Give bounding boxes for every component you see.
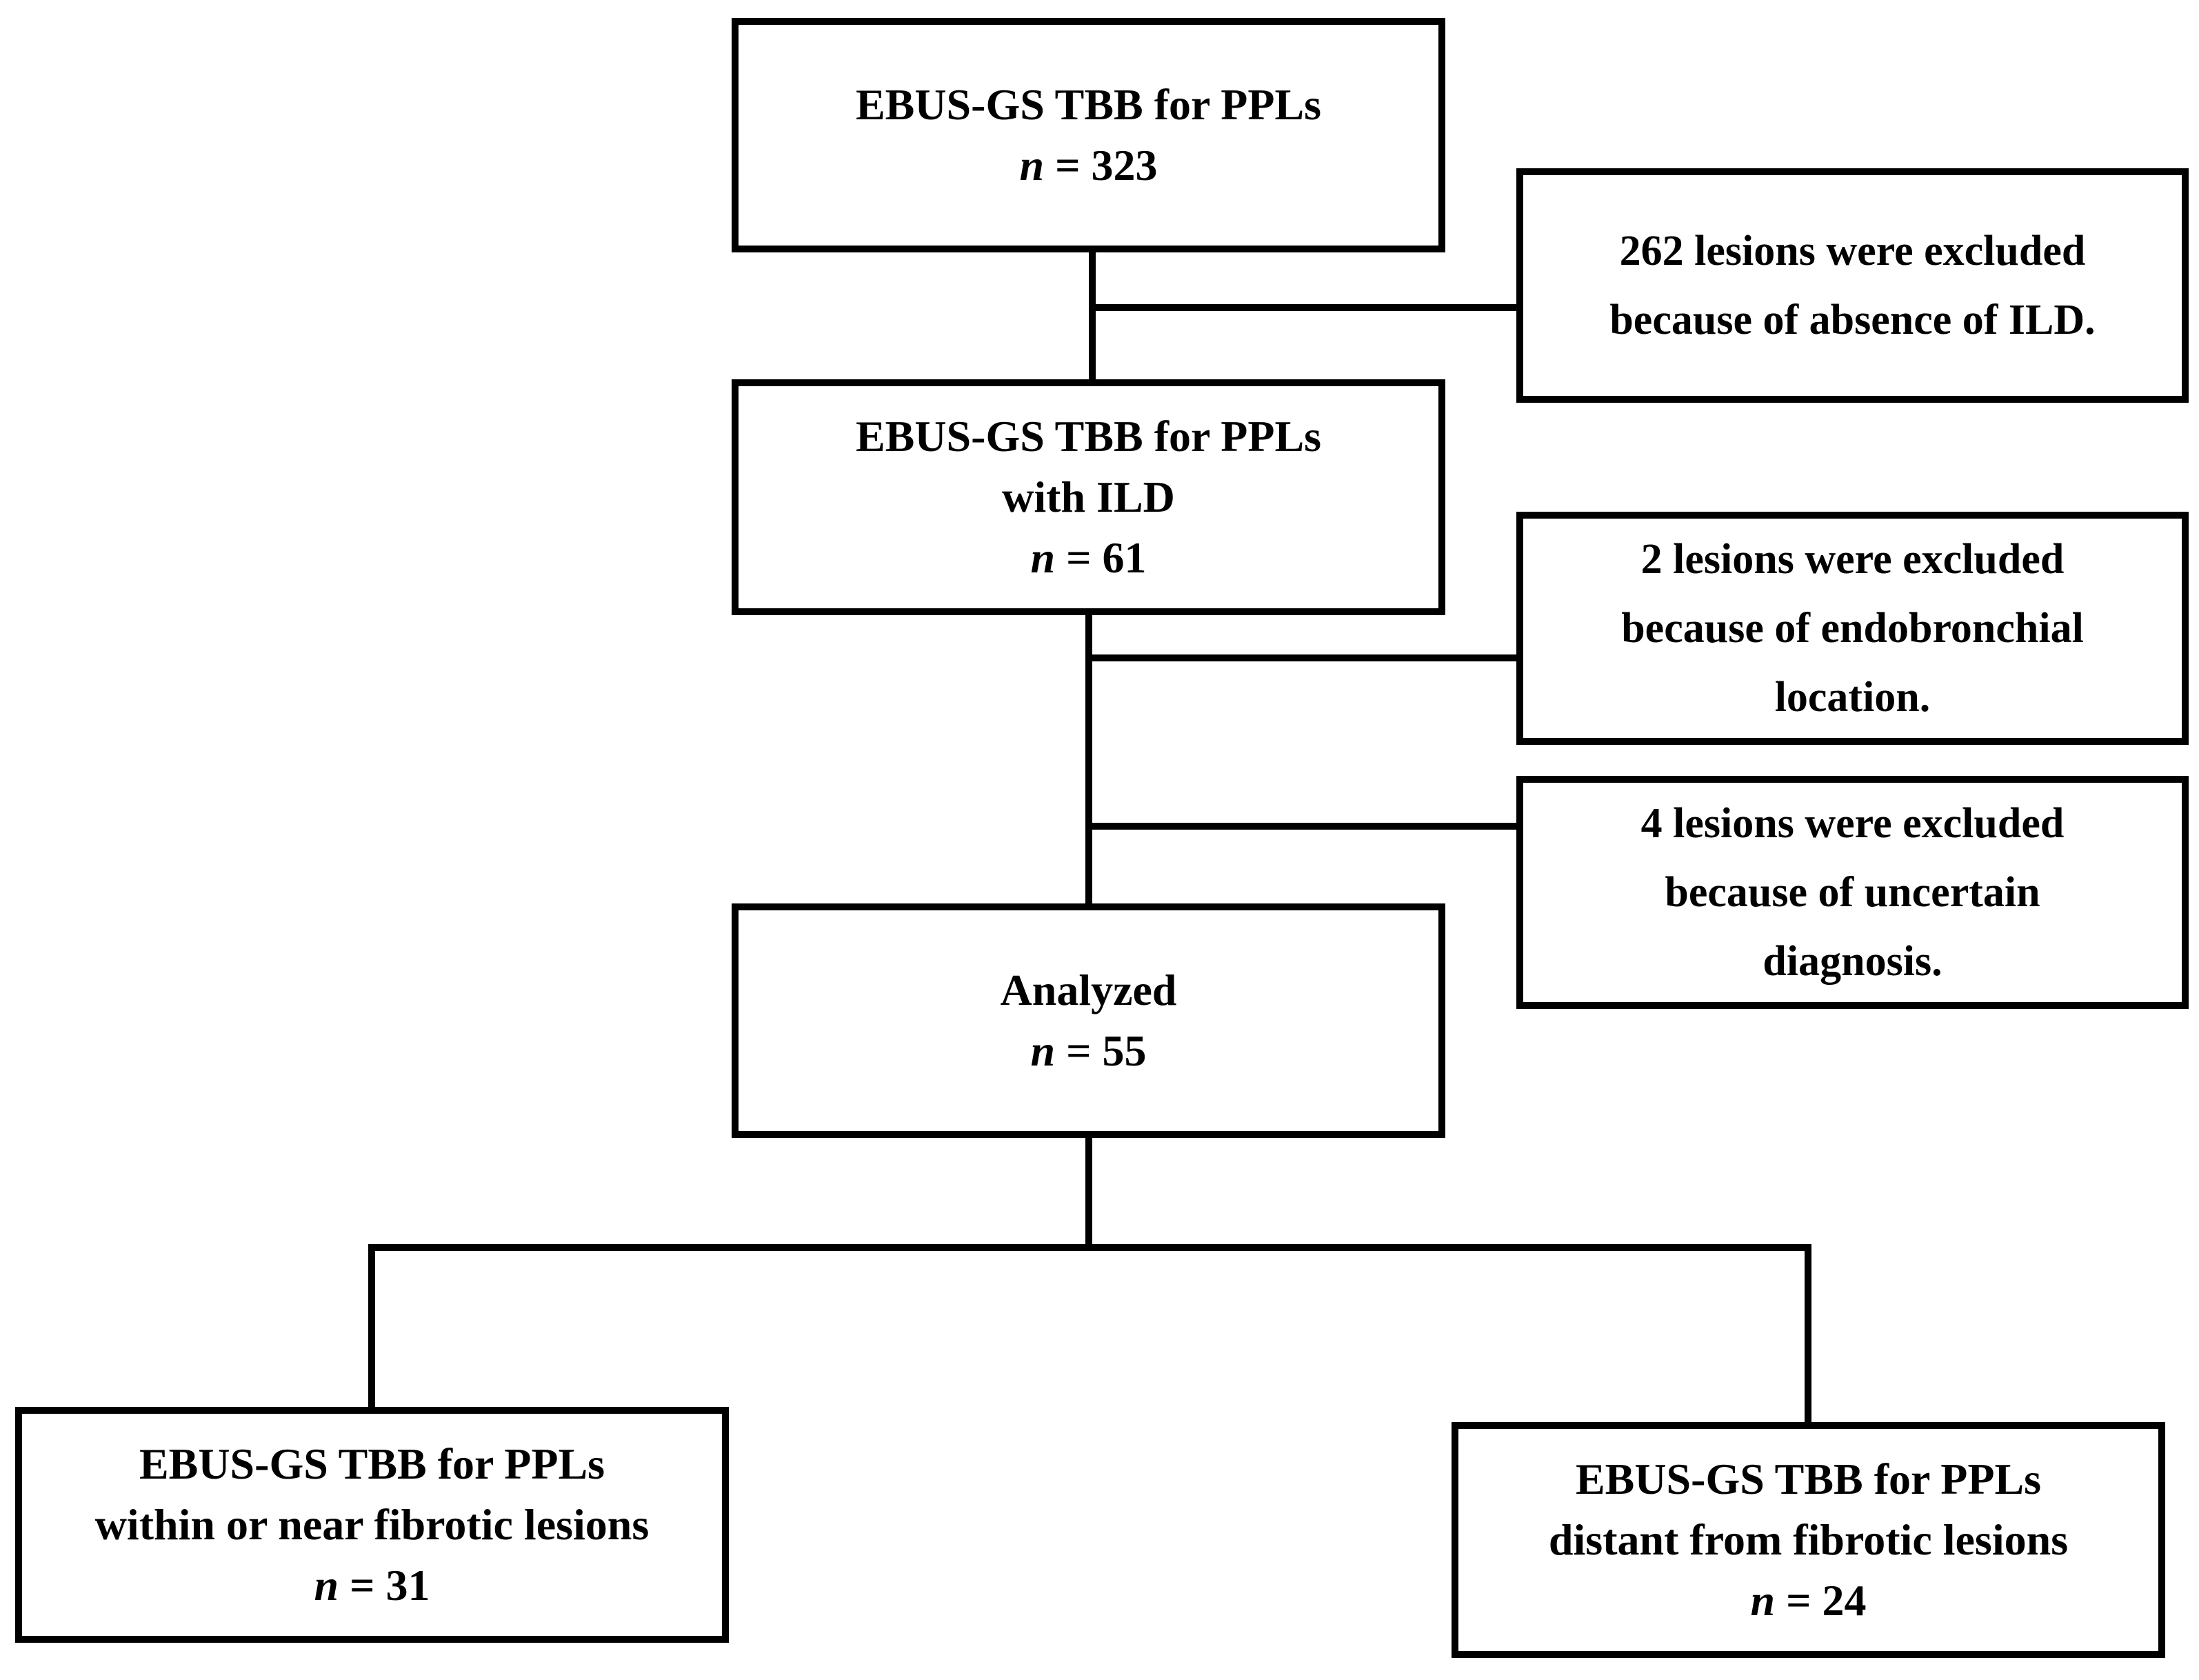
connector-analyzed-down [1085, 1134, 1092, 1251]
n-symbol: n [1750, 1576, 1776, 1625]
box-with-ild-count: n = 61 [1030, 528, 1146, 588]
box-initial-title: EBUS-GS TBB for PPLs [855, 80, 1322, 129]
exclusion-2-line-1: 2 lesions were excluded [1640, 536, 2065, 583]
n-symbol: n [1030, 1026, 1056, 1075]
exclusion-1-line-2: because of absence of ILD. [1609, 297, 2096, 343]
equals-sign: = [1044, 141, 1092, 190]
connector-initial-to-ild [1089, 250, 1096, 382]
box-initial: EBUS-GS TBB for PPLs n = 323 [732, 18, 1445, 252]
box-distant-fibrotic: EBUS-GS TBB for PPLs distant from fibrot… [1452, 1422, 2165, 1658]
box-distant-count: n = 24 [1750, 1570, 1866, 1631]
connector-to-distant [1805, 1244, 1811, 1425]
exclusion-1-line-1: 262 lesions were excluded [1619, 228, 2086, 274]
count-value: 24 [1822, 1576, 1867, 1625]
count-value: 61 [1102, 533, 1147, 582]
connector-split-horizontal [368, 1244, 1811, 1251]
box-near-count: n = 31 [314, 1555, 430, 1616]
equals-sign: = [339, 1561, 386, 1610]
exclusion-3-line-3: diagnosis. [1763, 938, 1942, 985]
n-symbol: n [1030, 533, 1056, 582]
box-analyzed-title: Analyzed [1000, 966, 1177, 1014]
count-value: 323 [1091, 141, 1158, 190]
connector-exclusion-2 [1085, 654, 1519, 661]
connector-exclusion-3 [1085, 823, 1519, 830]
exclusion-2-line-2: because of endobronchial [1621, 605, 2084, 652]
box-near-title-1: EBUS-GS TBB for PPLs [139, 1439, 605, 1488]
exclusion-box-absence-ild: 262 lesions were excluded because of abs… [1516, 168, 2189, 403]
box-initial-count: n = 323 [1019, 135, 1157, 196]
equals-sign: = [1055, 1026, 1103, 1075]
box-distant-title-2: distant from fibrotic lesions [1548, 1515, 2069, 1564]
box-with-ild: EBUS-GS TBB for PPLs with ILD n = 61 [732, 379, 1445, 615]
box-analyzed-count: n = 55 [1030, 1021, 1146, 1081]
exclusion-2-line-3: location. [1774, 674, 1931, 721]
connector-ild-to-analyzed [1085, 614, 1092, 906]
box-with-ild-title-2: with ILD [1002, 472, 1175, 521]
equals-sign: = [1775, 1576, 1823, 1625]
n-symbol: n [314, 1561, 339, 1610]
box-distant-title-1: EBUS-GS TBB for PPLs [1575, 1454, 2042, 1503]
count-value: 31 [385, 1561, 430, 1610]
n-symbol: n [1019, 141, 1045, 190]
box-with-ild-title-1: EBUS-GS TBB for PPLs [855, 412, 1322, 461]
exclusion-box-endobronchial: 2 lesions were excluded because of endob… [1516, 512, 2189, 745]
exclusion-3-line-2: because of uncertain [1665, 869, 2040, 916]
connector-exclusion-1 [1089, 304, 1519, 311]
equals-sign: = [1055, 533, 1103, 582]
box-analyzed: Analyzed n = 55 [732, 903, 1445, 1138]
count-value: 55 [1102, 1026, 1147, 1075]
box-near-title-2: within or near fibrotic lesions [94, 1500, 650, 1549]
connector-to-near [368, 1244, 375, 1410]
exclusion-box-uncertain-diagnosis: 4 lesions were excluded because of uncer… [1516, 776, 2189, 1009]
exclusion-3-line-1: 4 lesions were excluded [1640, 800, 2065, 847]
box-near-fibrotic: EBUS-GS TBB for PPLs within or near fibr… [15, 1407, 729, 1643]
